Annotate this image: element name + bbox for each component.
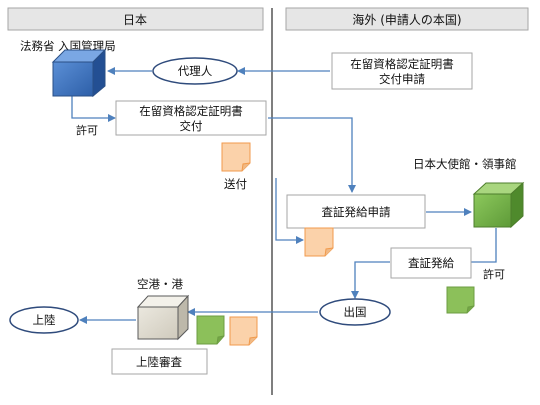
region-header-overseas: 海外 (申請人の本国) xyxy=(285,7,529,31)
moj-cube-icon xyxy=(51,48,107,98)
send-label: 送付 xyxy=(224,177,247,191)
svg-text:交付申請: 交付申請 xyxy=(379,72,425,86)
visa-document-airport-icon xyxy=(196,315,225,345)
departure-node: 出国 xyxy=(319,298,391,326)
svg-text:代理人: 代理人 xyxy=(178,64,213,78)
embassy-cube-icon xyxy=(472,181,525,229)
region-header-japan: 日本 xyxy=(7,7,264,31)
arrow-send-document xyxy=(275,178,304,244)
visa-document-icon xyxy=(446,286,475,314)
coe-application-box: 在留資格認定証明書 交付申請 xyxy=(331,52,473,90)
coe-document-delivered-icon xyxy=(304,227,334,257)
arrow-visa-issue-to-departure xyxy=(351,261,390,299)
embassy-label: 日本大使館・領事館 xyxy=(413,157,517,171)
coe-issue-box: 在留資格認定証明書 交付 xyxy=(115,100,267,136)
landing-node: 上陸 xyxy=(9,306,79,334)
landing-exam-box: 上陸審査 xyxy=(111,348,208,375)
coe-document-icon xyxy=(221,142,251,172)
coe-document-airport-icon xyxy=(229,316,258,346)
svg-text:上陸: 上陸 xyxy=(33,313,56,327)
svg-text:査証発給: 査証発給 xyxy=(408,256,454,270)
svg-text:上陸審査: 上陸審査 xyxy=(136,355,182,369)
arrow-moj-to-coe-issue xyxy=(71,96,116,122)
permit-label-embassy: 許可 xyxy=(483,268,505,281)
visa-application-box: 査証発給申請 xyxy=(286,194,426,229)
airport-cube-icon xyxy=(136,294,190,341)
permit-label-moj: 許可 xyxy=(76,124,98,137)
svg-text:査証発給申請: 査証発給申請 xyxy=(322,205,391,219)
svg-text:交付: 交付 xyxy=(180,119,203,133)
svg-text:在留資格認定証明書: 在留資格認定証明書 xyxy=(139,104,243,118)
visa-issue-box: 査証発給 xyxy=(390,247,472,279)
svg-text:出国: 出国 xyxy=(344,305,367,319)
svg-text:日本: 日本 xyxy=(123,13,147,27)
svg-text:海外 (申請人の本国): 海外 (申請人の本国) xyxy=(352,12,461,27)
agent-node: 代理人 xyxy=(152,57,238,85)
airport-label: 空港・港 xyxy=(137,277,183,291)
arrow-coe-to-visa-application xyxy=(268,117,356,193)
svg-text:在留資格認定証明書: 在留資格認定証明書 xyxy=(350,57,454,71)
